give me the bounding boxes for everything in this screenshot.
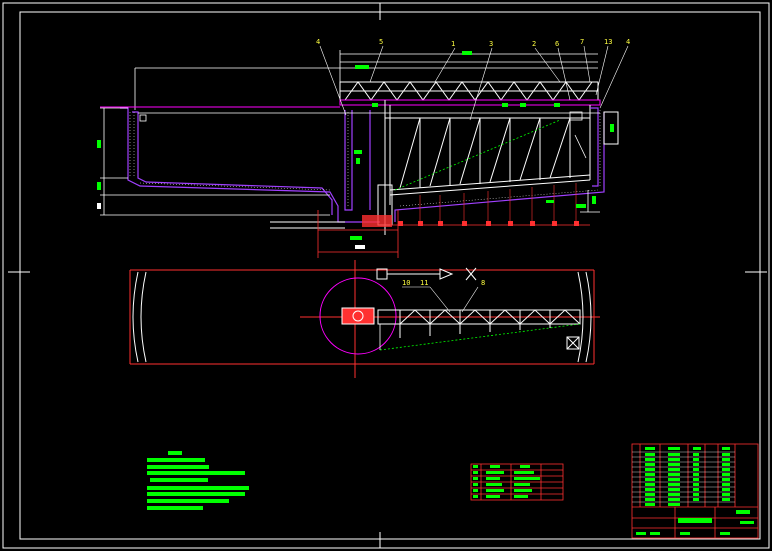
wall-hatch bbox=[129, 110, 601, 208]
item-label: 5 bbox=[379, 38, 383, 46]
plan-scraper bbox=[379, 323, 581, 351]
item-label: 10 bbox=[402, 279, 410, 287]
item-labels-plan: 10 11 8 bbox=[402, 279, 485, 287]
leader-lines bbox=[319, 45, 629, 121]
section-view bbox=[97, 45, 629, 258]
dim-text-bottom-1 bbox=[350, 236, 362, 240]
item-label: 4 bbox=[316, 38, 320, 46]
note-line bbox=[147, 506, 203, 510]
section-callouts bbox=[354, 103, 560, 203]
note-line bbox=[150, 478, 208, 482]
dim-text-left-2 bbox=[97, 182, 101, 190]
parts-table bbox=[470, 463, 564, 501]
center-well-circle bbox=[319, 277, 397, 355]
notes-heading bbox=[168, 451, 182, 455]
dim-text-left-3 bbox=[97, 203, 101, 209]
item-label: 13 bbox=[604, 38, 612, 46]
end-carriage bbox=[566, 336, 580, 350]
weir-trough bbox=[603, 111, 619, 145]
center-hub bbox=[352, 310, 364, 322]
plan-view: 10 11 8 bbox=[129, 260, 600, 378]
right-dimensions bbox=[580, 190, 600, 213]
note-line bbox=[147, 499, 229, 503]
item-label: 8 bbox=[481, 279, 485, 287]
tank-wall bbox=[120, 107, 605, 223]
dim-text-top bbox=[462, 51, 472, 55]
dim-text-overall bbox=[355, 65, 369, 69]
item-label: 6 bbox=[555, 40, 559, 48]
note-line bbox=[147, 458, 205, 462]
item-label: 7 bbox=[580, 38, 584, 46]
rake-frame bbox=[384, 105, 591, 205]
title-block bbox=[631, 443, 759, 539]
plan-bridge bbox=[377, 309, 581, 338]
drawing-frame bbox=[19, 11, 761, 540]
center-sludge-hopper bbox=[362, 215, 392, 227]
left-dimensions bbox=[100, 107, 330, 216]
bottom-dim-vertical bbox=[419, 183, 577, 225]
note-line bbox=[147, 486, 249, 490]
inlet-pipe bbox=[270, 221, 345, 229]
item-label: 1 bbox=[451, 40, 455, 48]
centering-marks bbox=[8, 3, 767, 548]
plan-leaders bbox=[402, 286, 479, 313]
note-line bbox=[147, 492, 245, 496]
detail-marks bbox=[139, 111, 587, 159]
dim-text-left-1 bbox=[97, 140, 101, 148]
item-label: 11 bbox=[420, 279, 428, 287]
note-line bbox=[147, 465, 209, 469]
item-label: 4 bbox=[626, 38, 630, 46]
technical-notes bbox=[147, 451, 249, 510]
overall-dimension bbox=[134, 50, 598, 110]
item-label: 2 bbox=[532, 40, 536, 48]
suction-pipe bbox=[394, 119, 561, 191]
dim-text-bottom-2 bbox=[355, 245, 365, 249]
bridge-truss bbox=[339, 81, 599, 101]
note-line bbox=[147, 471, 245, 475]
dim-text-right-2 bbox=[592, 196, 596, 204]
bottom-dim-ticks bbox=[398, 221, 579, 226]
dim-text-right-1 bbox=[576, 204, 586, 208]
bottom-dim-chain bbox=[317, 210, 590, 258]
section-cut-arrow bbox=[376, 267, 477, 281]
bridge-rail bbox=[339, 99, 601, 106]
item-labels-top: 4 5 1 3 2 6 7 13 4 bbox=[316, 38, 630, 48]
center-drive bbox=[341, 307, 375, 325]
tank-arcs bbox=[132, 271, 592, 363]
item-label: 3 bbox=[489, 40, 493, 48]
dim-text-right-3 bbox=[610, 124, 614, 132]
